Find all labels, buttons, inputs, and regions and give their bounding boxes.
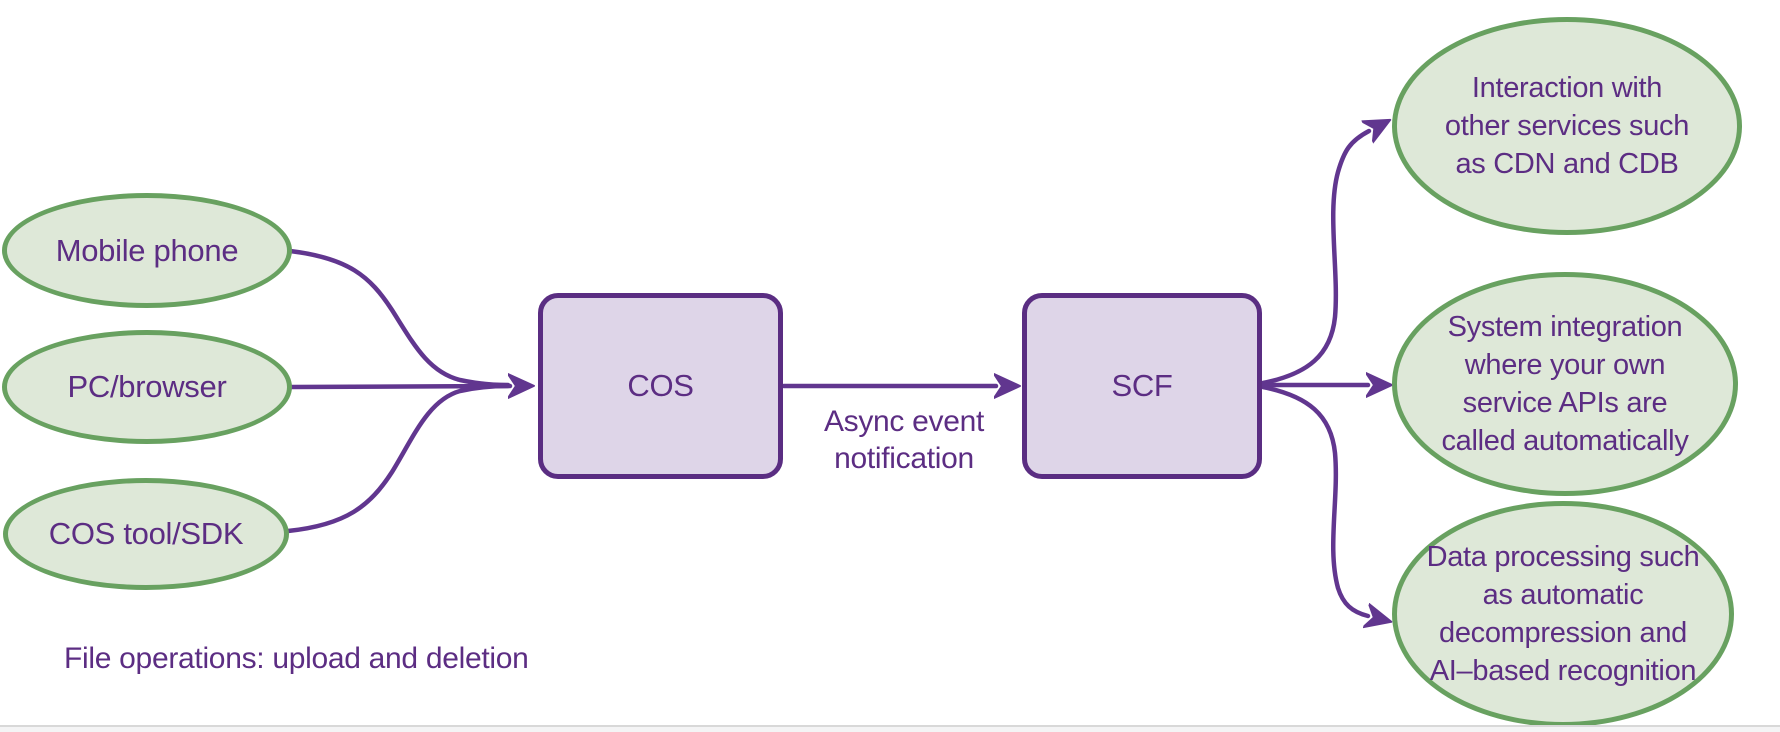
target-line: as automatic — [1482, 579, 1644, 611]
target-ellipse-system-integration: System integration where your own servic… — [1392, 272, 1738, 496]
source-label: Mobile phone — [55, 232, 239, 268]
target-line: decompression and — [1439, 617, 1687, 649]
source-ellipse-pc-browser: PC/browser — [2, 330, 292, 444]
target-line: as CDN and CDB — [1455, 148, 1679, 180]
page-bottom-divider — [0, 725, 1780, 732]
scf-node: SCF — [1022, 293, 1262, 479]
file-operations-caption: File operations: upload and deletion — [64, 642, 529, 675]
target-line: Data processing such — [1426, 541, 1700, 573]
target-line: where your own — [1464, 349, 1666, 381]
target-line: called automatically — [1441, 425, 1689, 457]
target-line: Interaction with — [1471, 72, 1663, 104]
async-event-notification-label: Async event notification — [774, 403, 1034, 477]
target-ellipse-data-processing: Data processing such as automatic decomp… — [1392, 501, 1734, 727]
target-ellipse-interaction: Interaction with other services such as … — [1392, 17, 1742, 235]
edge-scf-to-dataprocessing — [1260, 384, 1368, 616]
edge-pc-to-cos — [289, 386, 510, 387]
target-line: other services such — [1444, 110, 1690, 142]
cos-label: COS — [627, 368, 694, 403]
target-line: service APIs are — [1462, 387, 1668, 419]
scf-label: SCF — [1111, 368, 1173, 403]
source-label: COS tool/SDK — [48, 516, 244, 551]
edge-scf-to-interaction — [1260, 131, 1369, 386]
edge-costool-to-cos — [285, 383, 511, 534]
cos-node: COS — [538, 293, 783, 479]
source-ellipse-mobile-phone: Mobile phone — [2, 193, 292, 308]
target-line: AI–based recognition — [1429, 655, 1697, 687]
edge-mobile-to-cos — [287, 248, 511, 388]
target-line: System integration — [1447, 311, 1683, 343]
source-label: PC/browser — [67, 369, 227, 404]
edge-label-line: Async event — [823, 405, 985, 438]
source-ellipse-cos-tool-sdk: COS tool/SDK — [3, 478, 289, 590]
edge-label-line: notification — [834, 442, 974, 475]
